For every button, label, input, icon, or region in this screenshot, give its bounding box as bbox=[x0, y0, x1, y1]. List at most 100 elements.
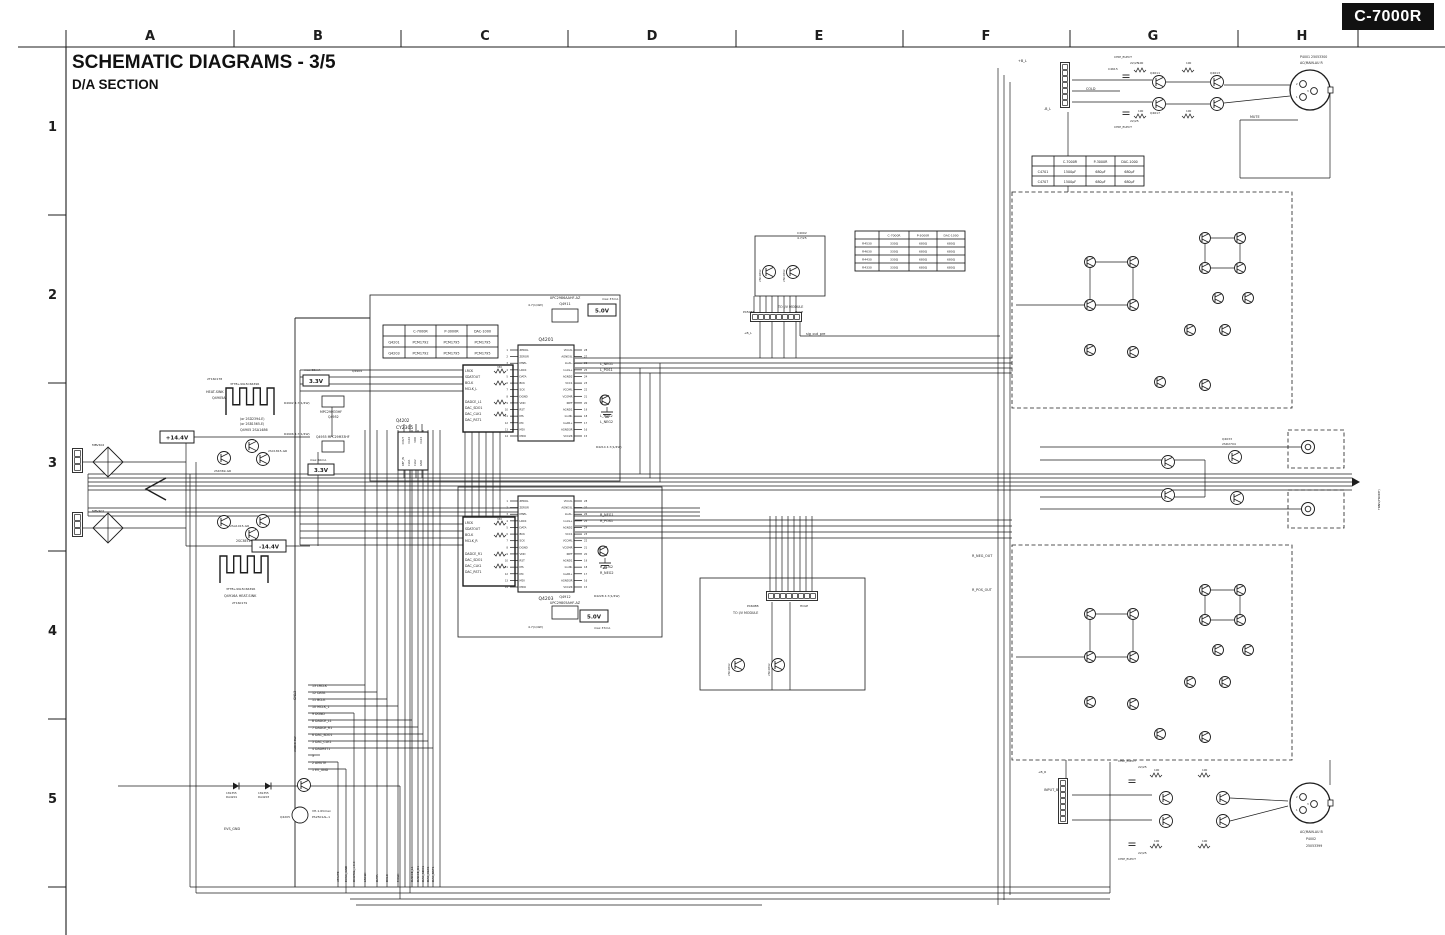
label: R_NEG1 bbox=[600, 513, 614, 517]
wire bbox=[765, 267, 774, 272]
transistor bbox=[1216, 791, 1230, 805]
connector-pin bbox=[786, 593, 792, 599]
wire bbox=[765, 272, 774, 277]
photocoupler bbox=[291, 806, 309, 824]
connector-pin bbox=[782, 314, 788, 320]
wire bbox=[1236, 590, 1245, 595]
label: MCLK_L bbox=[465, 387, 477, 391]
label: +B_L bbox=[744, 331, 752, 335]
pin-number: 17 bbox=[584, 421, 588, 425]
transistor bbox=[256, 514, 270, 528]
pin-label: DGND bbox=[520, 545, 528, 549]
label: 4 DADRST1 bbox=[312, 747, 330, 751]
pin-number: 14 bbox=[505, 434, 509, 438]
wire bbox=[1129, 614, 1138, 619]
pin-number: 27 bbox=[584, 355, 588, 359]
wire bbox=[1156, 729, 1165, 734]
label: P4508B bbox=[743, 310, 755, 314]
pin-label: BCK bbox=[520, 381, 526, 385]
label: DATA bbox=[375, 873, 379, 882]
label: 10 MCLK_1 bbox=[312, 705, 330, 709]
table-cell-text: 680µF bbox=[1095, 180, 1105, 184]
table-cell-text: PCM1792 bbox=[413, 352, 429, 356]
wire bbox=[601, 400, 610, 405]
label: DA4201 bbox=[226, 795, 237, 799]
label: 2T160178 bbox=[207, 377, 222, 381]
table-cell-text: 680Ω bbox=[947, 242, 956, 246]
label: 100 bbox=[1154, 768, 1160, 772]
transistor bbox=[1212, 292, 1224, 304]
label: MUTE bbox=[1250, 115, 1260, 119]
output-stage-dashed-box-bottom bbox=[1011, 544, 1293, 761]
label: UPC2986AAHF-AZ bbox=[550, 296, 581, 300]
label: CHIP_ELECT bbox=[1118, 759, 1136, 763]
label: CLK4 bbox=[407, 437, 411, 444]
wire bbox=[1129, 300, 1138, 305]
label: DAC_RST1 bbox=[465, 418, 482, 422]
label: 7 DADCE_R1 bbox=[312, 726, 332, 730]
wire bbox=[1129, 699, 1138, 704]
grid-row-label-1: 1 bbox=[48, 120, 57, 135]
label: INPUT_B bbox=[1044, 788, 1059, 792]
label: Q4611 bbox=[1150, 71, 1160, 75]
wire bbox=[1155, 82, 1164, 87]
label: (or 2SB1565-E) bbox=[240, 422, 264, 426]
label: Q4905 2SA1486 bbox=[240, 428, 268, 432]
pin-label: LRCK bbox=[520, 368, 527, 372]
grid-col-label-H: H bbox=[1297, 29, 1308, 44]
wire bbox=[1201, 233, 1210, 238]
label: 330 bbox=[497, 517, 502, 521]
label: COLD bbox=[1086, 87, 1096, 91]
wire bbox=[1236, 238, 1245, 243]
regulator-ic bbox=[551, 308, 579, 323]
pin-number: 26 bbox=[584, 361, 588, 365]
resistor bbox=[1149, 843, 1163, 849]
wire bbox=[1236, 615, 1245, 620]
connector-pin bbox=[1062, 82, 1068, 88]
rail-label bbox=[159, 430, 195, 444]
pin-number: 5 bbox=[506, 525, 508, 529]
dac-section-box bbox=[369, 294, 621, 482]
label: P4001 25053300 bbox=[1300, 55, 1327, 59]
grid-col-label-B: B bbox=[313, 29, 323, 44]
xlr-tab bbox=[1327, 799, 1334, 807]
table-cell-text: C4707 bbox=[1038, 180, 1049, 184]
wire bbox=[1201, 590, 1210, 595]
wire bbox=[789, 267, 798, 272]
heat-sink bbox=[219, 555, 269, 583]
pin-label: ZEROR bbox=[520, 355, 530, 359]
transistor bbox=[1199, 731, 1211, 743]
pin-number: 24 bbox=[584, 374, 588, 378]
wire bbox=[1236, 620, 1245, 625]
label: 100 bbox=[1138, 109, 1144, 113]
label: L_NEG1 bbox=[600, 362, 613, 366]
pin-number: 5 bbox=[506, 374, 508, 378]
table-cell-text: 680Ω bbox=[919, 258, 928, 262]
label: REF_IN bbox=[401, 457, 405, 466]
pin-label: IoutL+ bbox=[564, 368, 573, 372]
connector-pin bbox=[1060, 810, 1066, 816]
model-badge: C-7000R bbox=[1342, 3, 1434, 30]
grid-row-label-5: 5 bbox=[48, 792, 57, 807]
label: CHIP_ELECT bbox=[1118, 857, 1136, 861]
connector-pin bbox=[792, 593, 798, 599]
wire bbox=[1164, 490, 1173, 495]
label: 5 DAC_CLK1 bbox=[312, 740, 332, 744]
table-cell-text: PCM1792 bbox=[413, 341, 429, 345]
pin-number: 16 bbox=[584, 578, 588, 582]
label: Q4905A bbox=[212, 396, 226, 400]
wire bbox=[1086, 702, 1095, 707]
wire bbox=[1201, 380, 1210, 385]
table-cell-text: PCM1795 bbox=[475, 341, 491, 345]
pin-label: MSEL bbox=[520, 512, 528, 516]
table-cell-text: 680Ω bbox=[919, 266, 928, 270]
connector-pin bbox=[764, 314, 770, 320]
wire bbox=[259, 521, 268, 526]
connector-pin bbox=[1060, 798, 1066, 804]
xlr-connector-b bbox=[1289, 782, 1331, 824]
pin-label: ZEROL bbox=[520, 348, 530, 352]
label: TO I/V MODULE bbox=[732, 611, 758, 615]
connector-pin bbox=[758, 314, 764, 320]
transistor bbox=[1199, 262, 1211, 274]
connector-pin bbox=[752, 314, 758, 320]
